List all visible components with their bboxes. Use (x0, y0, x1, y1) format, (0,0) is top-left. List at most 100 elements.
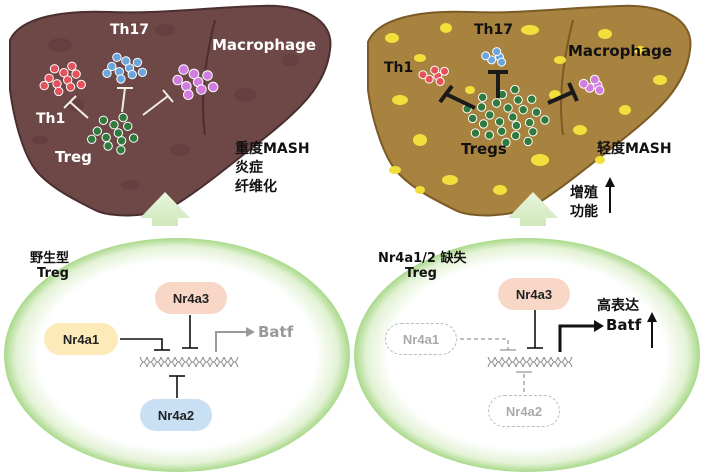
batf-left: Batf (258, 323, 294, 341)
macrophage-cell (202, 70, 213, 81)
treg-cell (485, 110, 495, 120)
inhibition-lines-left (63, 87, 174, 119)
treg-cell (467, 113, 478, 124)
macrophage-cell (196, 84, 207, 95)
outcome-left-3: 纤维化 (235, 179, 277, 195)
macrophage-cell (183, 89, 194, 100)
macrophage-cell (207, 81, 219, 93)
macrophage-cell (589, 74, 600, 85)
macrophage-cell (188, 68, 200, 80)
treg-cell (510, 84, 520, 95)
fat-droplet (414, 54, 426, 62)
th1-cell (71, 69, 81, 79)
dna-segment (216, 361, 225, 368)
label-th17-left: Th17 (110, 22, 149, 38)
th1-cell (435, 77, 445, 86)
celltype-right-2: Treg (405, 266, 437, 281)
treg-cell (511, 120, 522, 131)
th1-cell (44, 73, 54, 84)
th17-cluster-right (481, 47, 507, 67)
fat-droplet (385, 33, 399, 43)
dna-segment (508, 361, 517, 368)
batf-note-right: 高表达 (597, 298, 639, 314)
treg-cell (501, 137, 511, 148)
label-macrophage-right: Macrophage (568, 42, 673, 60)
th1-cluster-right (418, 65, 449, 86)
fat-droplet (531, 154, 549, 166)
dna-segment (195, 361, 204, 368)
treg-cell (540, 115, 550, 125)
th1-cell (430, 65, 440, 75)
inhibition-arrows-right (438, 70, 579, 110)
treg-cell (477, 92, 488, 103)
liver-left-body (9, 4, 332, 217)
liver-right-body (367, 4, 692, 217)
batf-up-arrow (647, 312, 657, 348)
dna-segment (550, 361, 559, 368)
repression-lines-right-dashed (460, 338, 525, 392)
th1-cell (49, 64, 60, 74)
th17-cell (116, 74, 126, 84)
th17-cluster-left (102, 52, 148, 84)
nr4a1-right: Nr4a1 (385, 323, 457, 355)
liver-left-texture (32, 24, 299, 190)
th17-cell (132, 57, 143, 68)
dna-segment (188, 361, 197, 368)
treg-cell (101, 132, 111, 143)
batf-activation-arrow-right (558, 320, 604, 352)
function-up-arrow (605, 177, 615, 213)
th1-cell (440, 66, 449, 76)
fat-droplet (653, 75, 667, 85)
treg-cell (109, 120, 119, 130)
th1-cell (39, 80, 49, 91)
th1-cell (52, 79, 62, 89)
dna-segment (501, 361, 510, 368)
dna-segment (153, 361, 162, 368)
fat-droplet (595, 156, 605, 164)
fat-droplet (521, 25, 539, 35)
celltype-right-1: Nr4a1/2 缺失 (378, 251, 467, 266)
th17-cell (492, 47, 502, 57)
nr4a2-right: Nr4a2 (488, 395, 560, 427)
th17-cell (102, 68, 112, 79)
fat-droplet (389, 166, 401, 174)
macrophage-cell (594, 85, 605, 95)
treg-cell (524, 117, 535, 128)
repression-caps-right (500, 349, 532, 373)
dna-segment (536, 361, 545, 368)
th1-cell (65, 82, 76, 92)
th17-cell (137, 67, 148, 78)
dna-segment (160, 361, 169, 368)
nr4a1-left: Nr4a1 (44, 323, 118, 355)
th17-cell (127, 69, 137, 80)
dna-segment (529, 361, 538, 368)
treg-cell (98, 115, 109, 126)
celltype-left-1: 野生型 (30, 251, 70, 266)
treg-cell (478, 119, 489, 129)
nr4a3-right: Nr4a3 (498, 278, 570, 310)
treg-cell (116, 136, 127, 146)
batf-activation-arrow-left (215, 327, 255, 352)
treg-cell (523, 136, 533, 147)
nr4a3-repression-right (527, 310, 543, 349)
dna-segment (167, 361, 176, 368)
fat-droplet (634, 46, 646, 54)
treg-cell (513, 95, 523, 105)
treg-cell (123, 121, 133, 132)
batf-right: Batf (606, 316, 642, 334)
treg-cluster-right (462, 84, 550, 148)
dna-segment (146, 361, 155, 368)
treg-cell (491, 98, 502, 108)
function-right-1: 增殖 (570, 185, 598, 201)
macrophage-cell (178, 64, 189, 75)
macrophage-cell (578, 78, 589, 89)
treg-cell (494, 117, 505, 127)
up-arrow-right (508, 192, 558, 226)
celltype-left-2: Treg (37, 266, 69, 281)
outcome-left-2: 炎症 (235, 160, 263, 176)
repression-lines-left (120, 315, 198, 398)
dna-strand-left (139, 356, 239, 368)
label-treg-right: Tregs (461, 140, 507, 158)
treg-cell (476, 102, 487, 112)
treg-cell (484, 130, 494, 140)
